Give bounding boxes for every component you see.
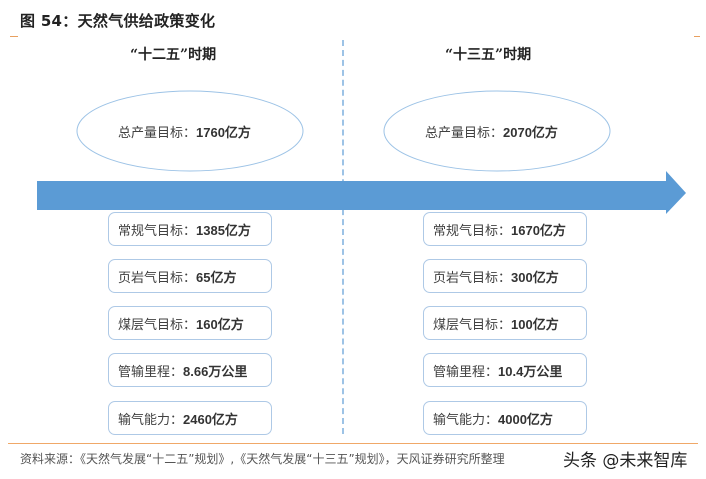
box-value: 10.4万公里: [498, 363, 563, 379]
box-label: 页岩气目标：: [118, 270, 197, 286]
target-box-conventional-gas-13th: 常规气目标：1670亿方: [423, 212, 587, 246]
corner-tick-left: [10, 36, 18, 37]
box-value: 4000亿方: [498, 411, 553, 427]
box-value: 65亿方: [196, 269, 237, 285]
box-label: 常规气目标：: [118, 223, 197, 239]
target-box-coalbed-gas-12th: 煤层气目标：160亿方: [108, 306, 272, 340]
total-target-label: 总产量目标：: [118, 126, 197, 141]
box-value: 1385亿方: [196, 222, 251, 238]
corner-tick-right: [694, 36, 700, 37]
period-divider: [342, 40, 344, 434]
period-label-13th: “十三五”时期: [445, 47, 532, 63]
watermark: 头条 @未来智库: [563, 451, 688, 471]
target-box-shale-gas-12th: 页岩气目标：65亿方: [108, 259, 272, 293]
source-note: 资料来源：《天然气发展“十二五”规划》,《天然气发展“十三五”规划》，天风证券研…: [20, 452, 505, 466]
target-box-shale-gas-13th: 页岩气目标：300亿方: [423, 259, 587, 293]
box-value: 1670亿方: [511, 222, 566, 238]
box-value: 300亿方: [511, 269, 559, 285]
target-box-coalbed-gas-13th: 煤层气目标：100亿方: [423, 306, 587, 340]
box-label: 常规气目标：: [433, 223, 512, 239]
box-value: 2460亿方: [183, 411, 238, 427]
footer-rule: [8, 443, 698, 444]
box-value: 160亿方: [196, 316, 244, 332]
timeline-arrow-icon: [37, 171, 686, 214]
figure-title: 图 54：天然气供给政策变化: [20, 12, 216, 30]
total-target-label: 总产量目标：: [425, 126, 504, 141]
box-label: 煤层气目标：: [118, 317, 197, 333]
target-box-pipeline-length-12th: 管输里程：8.66万公里: [108, 353, 272, 387]
box-label: 管输里程：: [118, 364, 184, 380]
box-label: 管输里程：: [433, 364, 499, 380]
total-ellipse-12th: [76, 90, 304, 172]
box-label: 煤层气目标：: [433, 317, 512, 333]
total-target-value: 2070亿方: [503, 125, 558, 140]
box-value: 8.66万公里: [183, 363, 248, 379]
box-label: 输气能力：: [118, 412, 184, 428]
total-target-12th: 总产量目标：1760亿方: [118, 122, 251, 141]
target-box-conventional-gas-12th: 常规气目标：1385亿方: [108, 212, 272, 246]
box-label: 输气能力：: [433, 412, 499, 428]
period-label-12th: “十二五”时期: [130, 47, 217, 63]
total-ellipse-13th: [383, 90, 611, 172]
total-target-value: 1760亿方: [196, 125, 251, 140]
target-box-pipeline-length-13th: 管输里程：10.4万公里: [423, 353, 587, 387]
total-target-13th: 总产量目标：2070亿方: [425, 122, 558, 141]
box-value: 100亿方: [511, 316, 559, 332]
target-box-transmission-capacity-12th: 输气能力：2460亿方: [108, 401, 272, 435]
target-box-transmission-capacity-13th: 输气能力：4000亿方: [423, 401, 587, 435]
box-label: 页岩气目标：: [433, 270, 512, 286]
